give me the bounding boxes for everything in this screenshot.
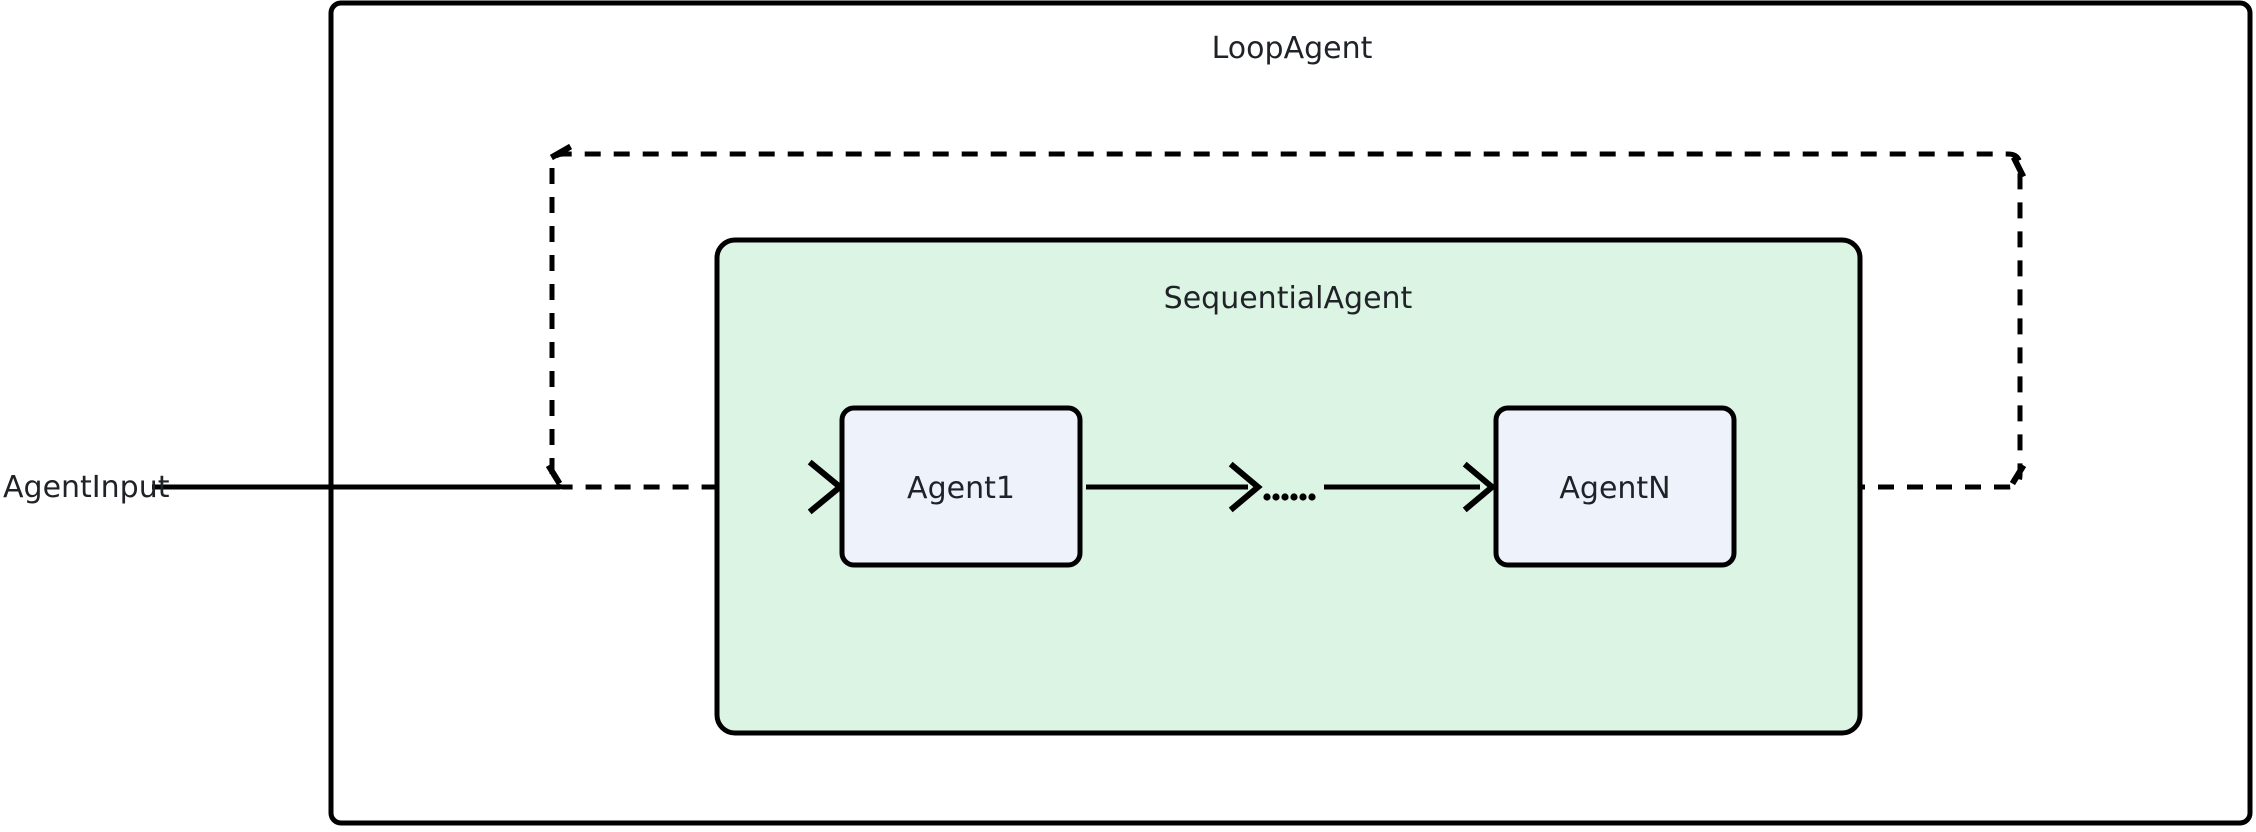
loop-back-corner-arrow-left-bottom: [545, 463, 563, 486]
arrowhead-into-agentn: [1462, 461, 1497, 513]
sequential-agent-container[interactable]: [714, 237, 1863, 736]
agent1-node[interactable]: [839, 405, 1083, 568]
loop-back-edge[interactable]: [549, 151, 2023, 490]
agent-input-label: AgentInput: [3, 470, 170, 505]
agent1-label: Agent1: [907, 471, 1015, 506]
loop-back-corner-arrow-right: [2010, 155, 2027, 179]
ellipsis-dots: [1263, 493, 1316, 501]
arrowhead-into-ellipsis: [1228, 461, 1263, 513]
sequential-agent-title: SequentialAgent: [1164, 281, 1413, 316]
loop-agent-title: LoopAgent: [1212, 31, 1373, 66]
loop-back-corner-arrow-right-bottom: [2009, 463, 2027, 486]
loop-back-corner-arrow-left: [549, 143, 573, 161]
agentn-node[interactable]: [1493, 405, 1737, 568]
agentn-label: AgentN: [1559, 471, 1670, 506]
